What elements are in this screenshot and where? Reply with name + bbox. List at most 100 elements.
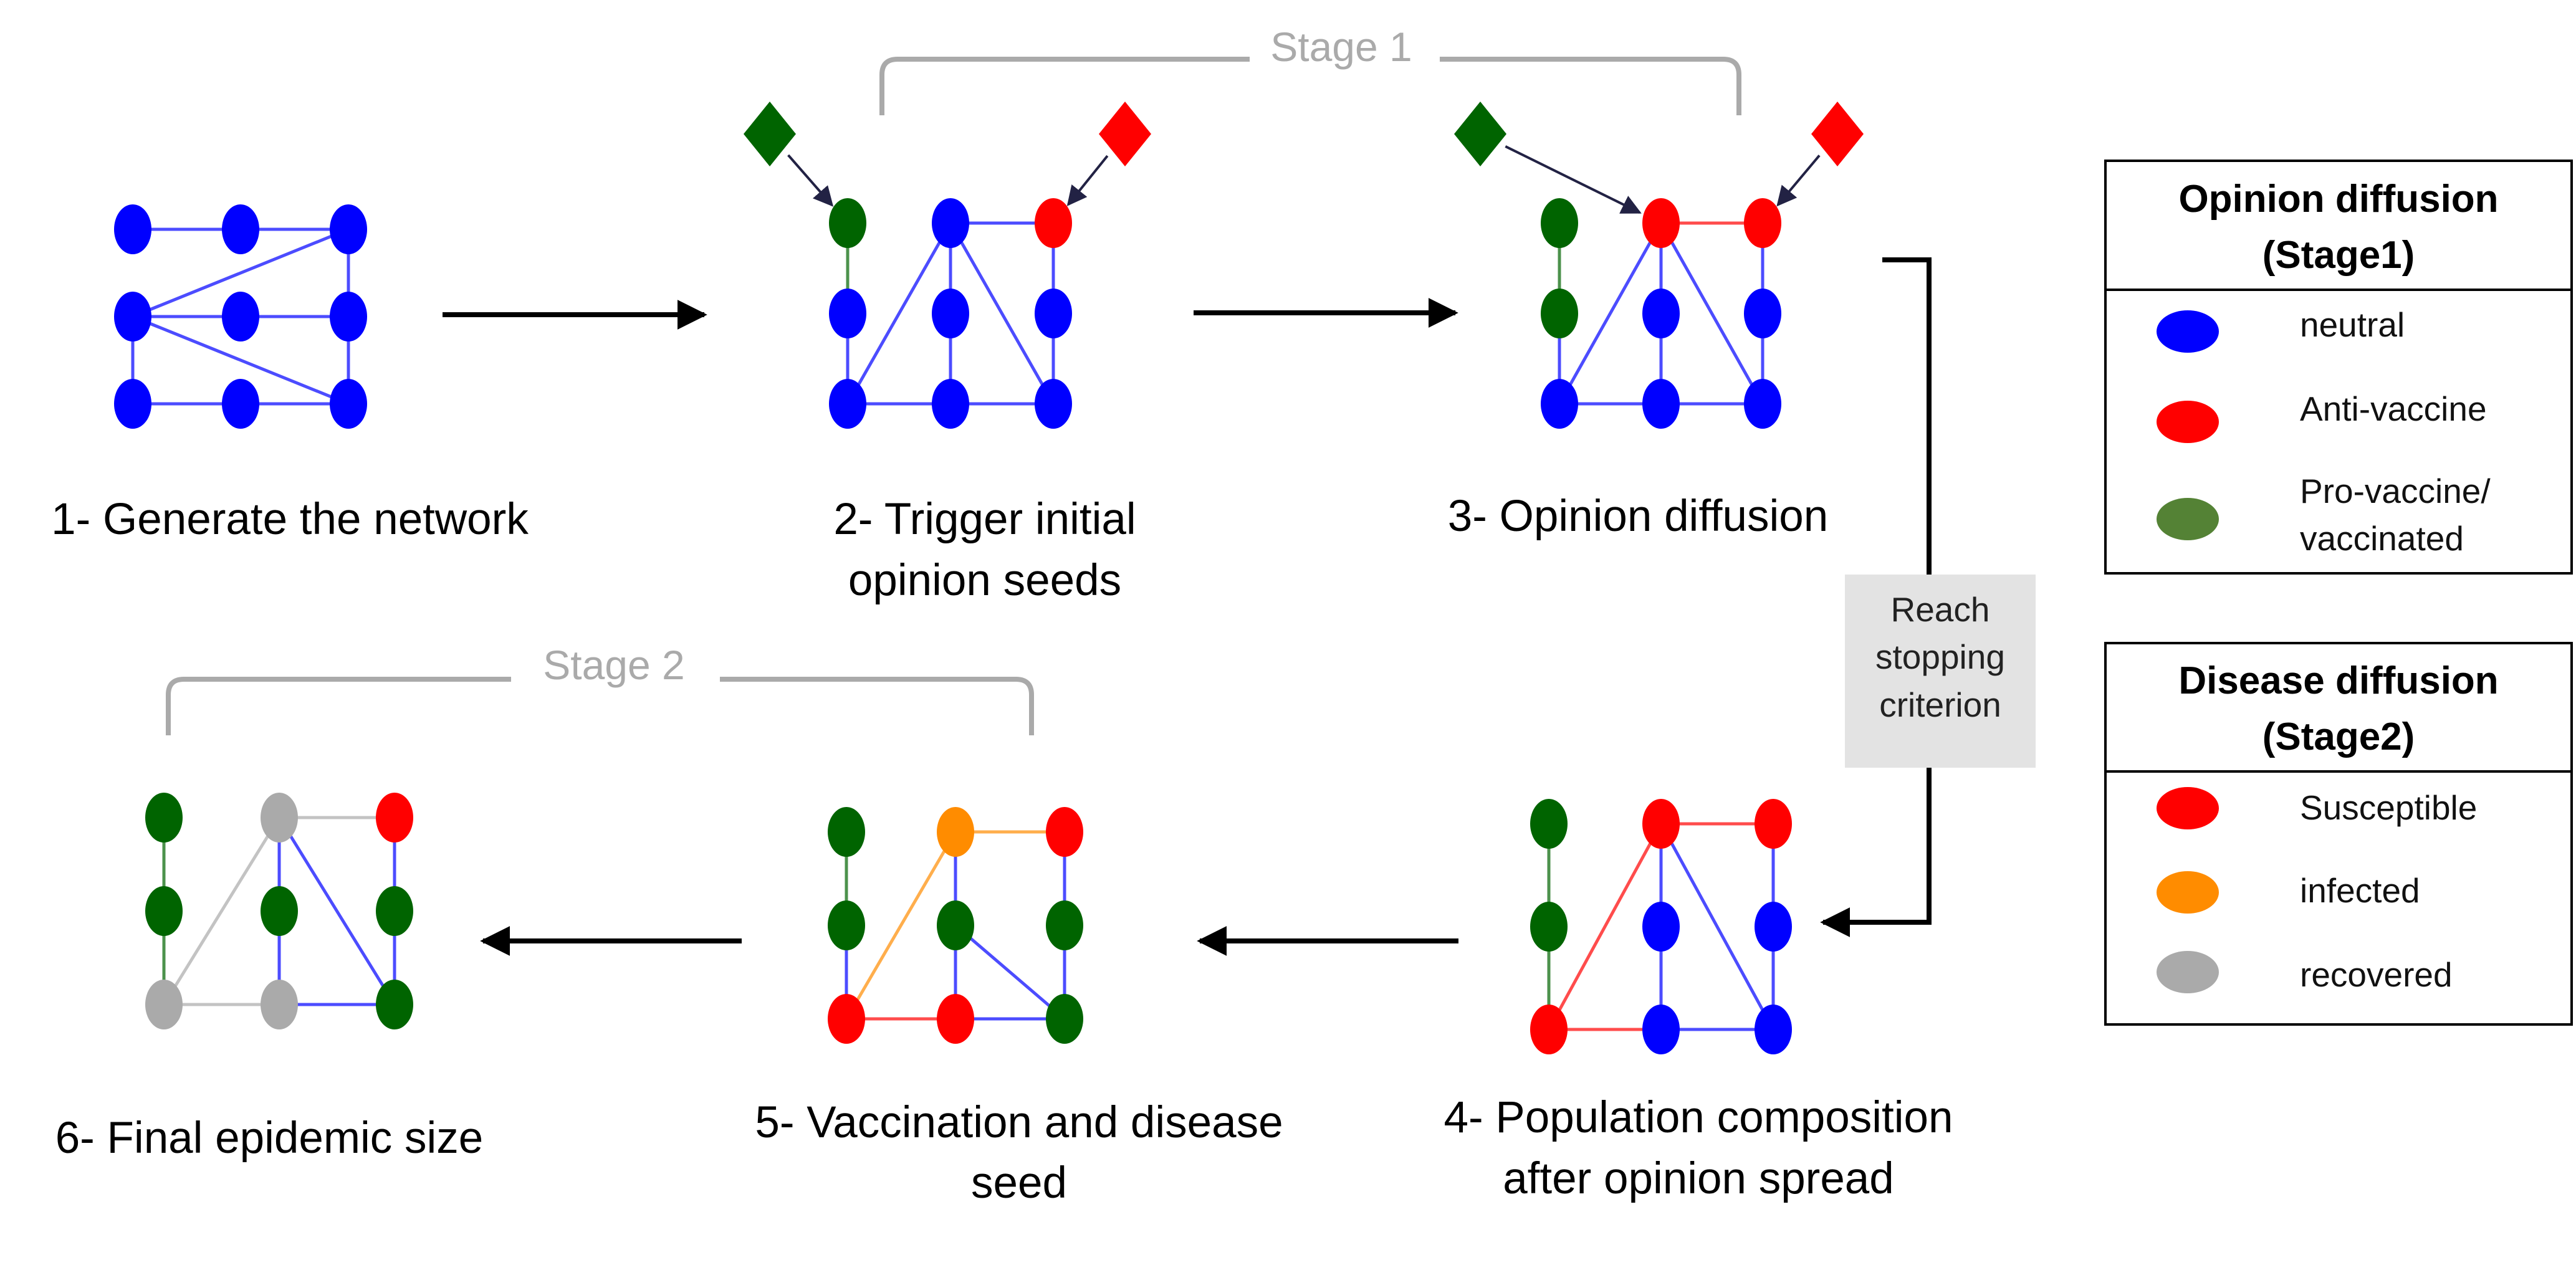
flow-arrows — [443, 257, 1932, 956]
network-5-node — [937, 994, 974, 1044]
network-2-seed-arrow — [787, 154, 834, 207]
network-3-node — [1541, 198, 1578, 248]
network-5-edge — [954, 924, 1066, 1020]
step-5-caption-line-1: 5- Vaccination and disease — [755, 1098, 1283, 1147]
network-5 — [828, 807, 1083, 1044]
network-3-seed-arrow — [1505, 145, 1642, 214]
step-2-caption-line-1: 2- Trigger initial — [833, 495, 1136, 544]
legend-neutral-label: neutral — [2300, 305, 2405, 344]
network-1-node — [114, 292, 151, 341]
network-3-edge — [1659, 222, 1764, 405]
network-6-node — [376, 980, 413, 1029]
network-6-node — [145, 886, 183, 936]
network-2-node — [932, 198, 969, 248]
network-6-edge — [277, 816, 396, 1006]
network-5-node — [937, 807, 974, 857]
network-4 — [1530, 799, 1792, 1054]
network-1-node — [222, 292, 259, 341]
network-5-edge — [845, 831, 957, 1020]
network-5-node — [1046, 807, 1083, 857]
network-5-node — [828, 900, 865, 950]
step-6-caption: 6- Final epidemic size — [55, 1114, 484, 1163]
step-4-caption-line-1: 4- Population composition — [1444, 1093, 1953, 1142]
network-3-node — [1642, 379, 1680, 429]
legend-susceptible-swatch — [2157, 787, 2219, 829]
network-5-node — [1046, 900, 1083, 950]
stopping-criterion-box: Reach stopping criterion — [1845, 575, 2036, 768]
network-6 — [145, 793, 413, 1029]
legend-infected-swatch — [2157, 871, 2219, 914]
network-1-node — [114, 379, 151, 429]
network-5-node — [1046, 994, 1083, 1044]
network-1 — [114, 204, 367, 429]
network-3-edge — [1558, 222, 1663, 405]
network-3-node — [1744, 379, 1781, 429]
network-3-node — [1642, 198, 1680, 248]
legend-pro-vaccine-swatch — [2157, 498, 2219, 540]
network-4-node — [1642, 1005, 1680, 1054]
network-6-edge — [162, 816, 281, 1006]
network-5-node — [828, 807, 865, 857]
network-2-seed-diamond — [1099, 102, 1151, 166]
network-4-node — [1530, 902, 1568, 952]
legend-neutral-swatch — [2157, 310, 2219, 353]
network-3-seed-diamond — [1811, 102, 1864, 166]
legend-recovered-label: recovered — [2300, 955, 2453, 994]
network-4-node — [1530, 1005, 1568, 1054]
legend-opinion-title-line-1: Opinion diffusion — [2178, 178, 2498, 221]
network-2-seed-arrow — [1066, 155, 1109, 206]
step-captions: 1- Generate the network 2- Trigger initi… — [51, 492, 1953, 1208]
step-4-caption-line-2: after opinion spread — [1503, 1154, 1894, 1203]
network-2-node — [829, 289, 866, 338]
network-2-seed-diamond — [744, 102, 796, 166]
network-1-node — [330, 292, 367, 341]
legend-pro-vaccine-label-2: vaccinated — [2300, 519, 2464, 558]
stopping-line-3: criterion — [1879, 685, 2001, 724]
network-1-node — [114, 204, 151, 254]
step-2-caption-line-2: opinion seeds — [848, 556, 1121, 605]
network-2-node — [1035, 198, 1072, 248]
network-1-node — [330, 204, 367, 254]
network-4-node — [1755, 902, 1792, 952]
legend-pro-vaccine-label: Pro-vaccine/ — [2300, 472, 2491, 510]
network-1-node — [330, 379, 367, 429]
network-panels — [114, 102, 1864, 1054]
network-3-node — [1744, 198, 1781, 248]
network-2-node — [1035, 289, 1072, 338]
network-1-edge — [132, 227, 349, 318]
network-1-node — [222, 204, 259, 254]
legend-disease-title-line-1: Disease diffusion — [2178, 659, 2498, 702]
stopping-line-2: stopping — [1875, 637, 2005, 676]
stopping-line-1: Reach — [1891, 590, 1990, 629]
network-4-node — [1530, 799, 1568, 849]
legend-opinion-diffusion: Opinion diffusion (Stage1) neutral Anti-… — [2104, 160, 2573, 575]
network-4-edge — [1659, 823, 1775, 1031]
network-4-node — [1755, 799, 1792, 849]
network-3-seed-diamond — [1454, 102, 1506, 166]
legend-anti-vaccine-swatch — [2157, 401, 2219, 443]
network-5-node — [828, 994, 865, 1044]
stage-1-label: Stage 1 — [1270, 24, 1412, 70]
network-6-node — [145, 980, 183, 1029]
stage-2-bracket: Stage 2 — [166, 642, 1034, 735]
network-3-seed-arrow — [1776, 155, 1821, 207]
network-3 — [1454, 102, 1864, 429]
network-1-node — [222, 379, 259, 429]
network-6-node — [261, 793, 298, 843]
network-6-node — [261, 980, 298, 1029]
network-2-node — [829, 198, 866, 248]
network-4-edge — [1547, 823, 1663, 1031]
network-2-node — [932, 379, 969, 429]
network-2-edge — [846, 222, 952, 405]
network-2-node — [932, 289, 969, 338]
network-2-edge — [949, 222, 1055, 405]
network-6-node — [145, 793, 183, 843]
legend-infected-label: infected — [2300, 871, 2420, 910]
stage-2-label: Stage 2 — [543, 642, 685, 688]
network-6-node — [261, 886, 298, 936]
network-6-node — [376, 793, 413, 843]
network-3-node — [1744, 289, 1781, 338]
legend-anti-vaccine-label: Anti-vaccine — [2300, 389, 2487, 428]
network-4-node — [1642, 799, 1680, 849]
network-3-node — [1642, 289, 1680, 338]
